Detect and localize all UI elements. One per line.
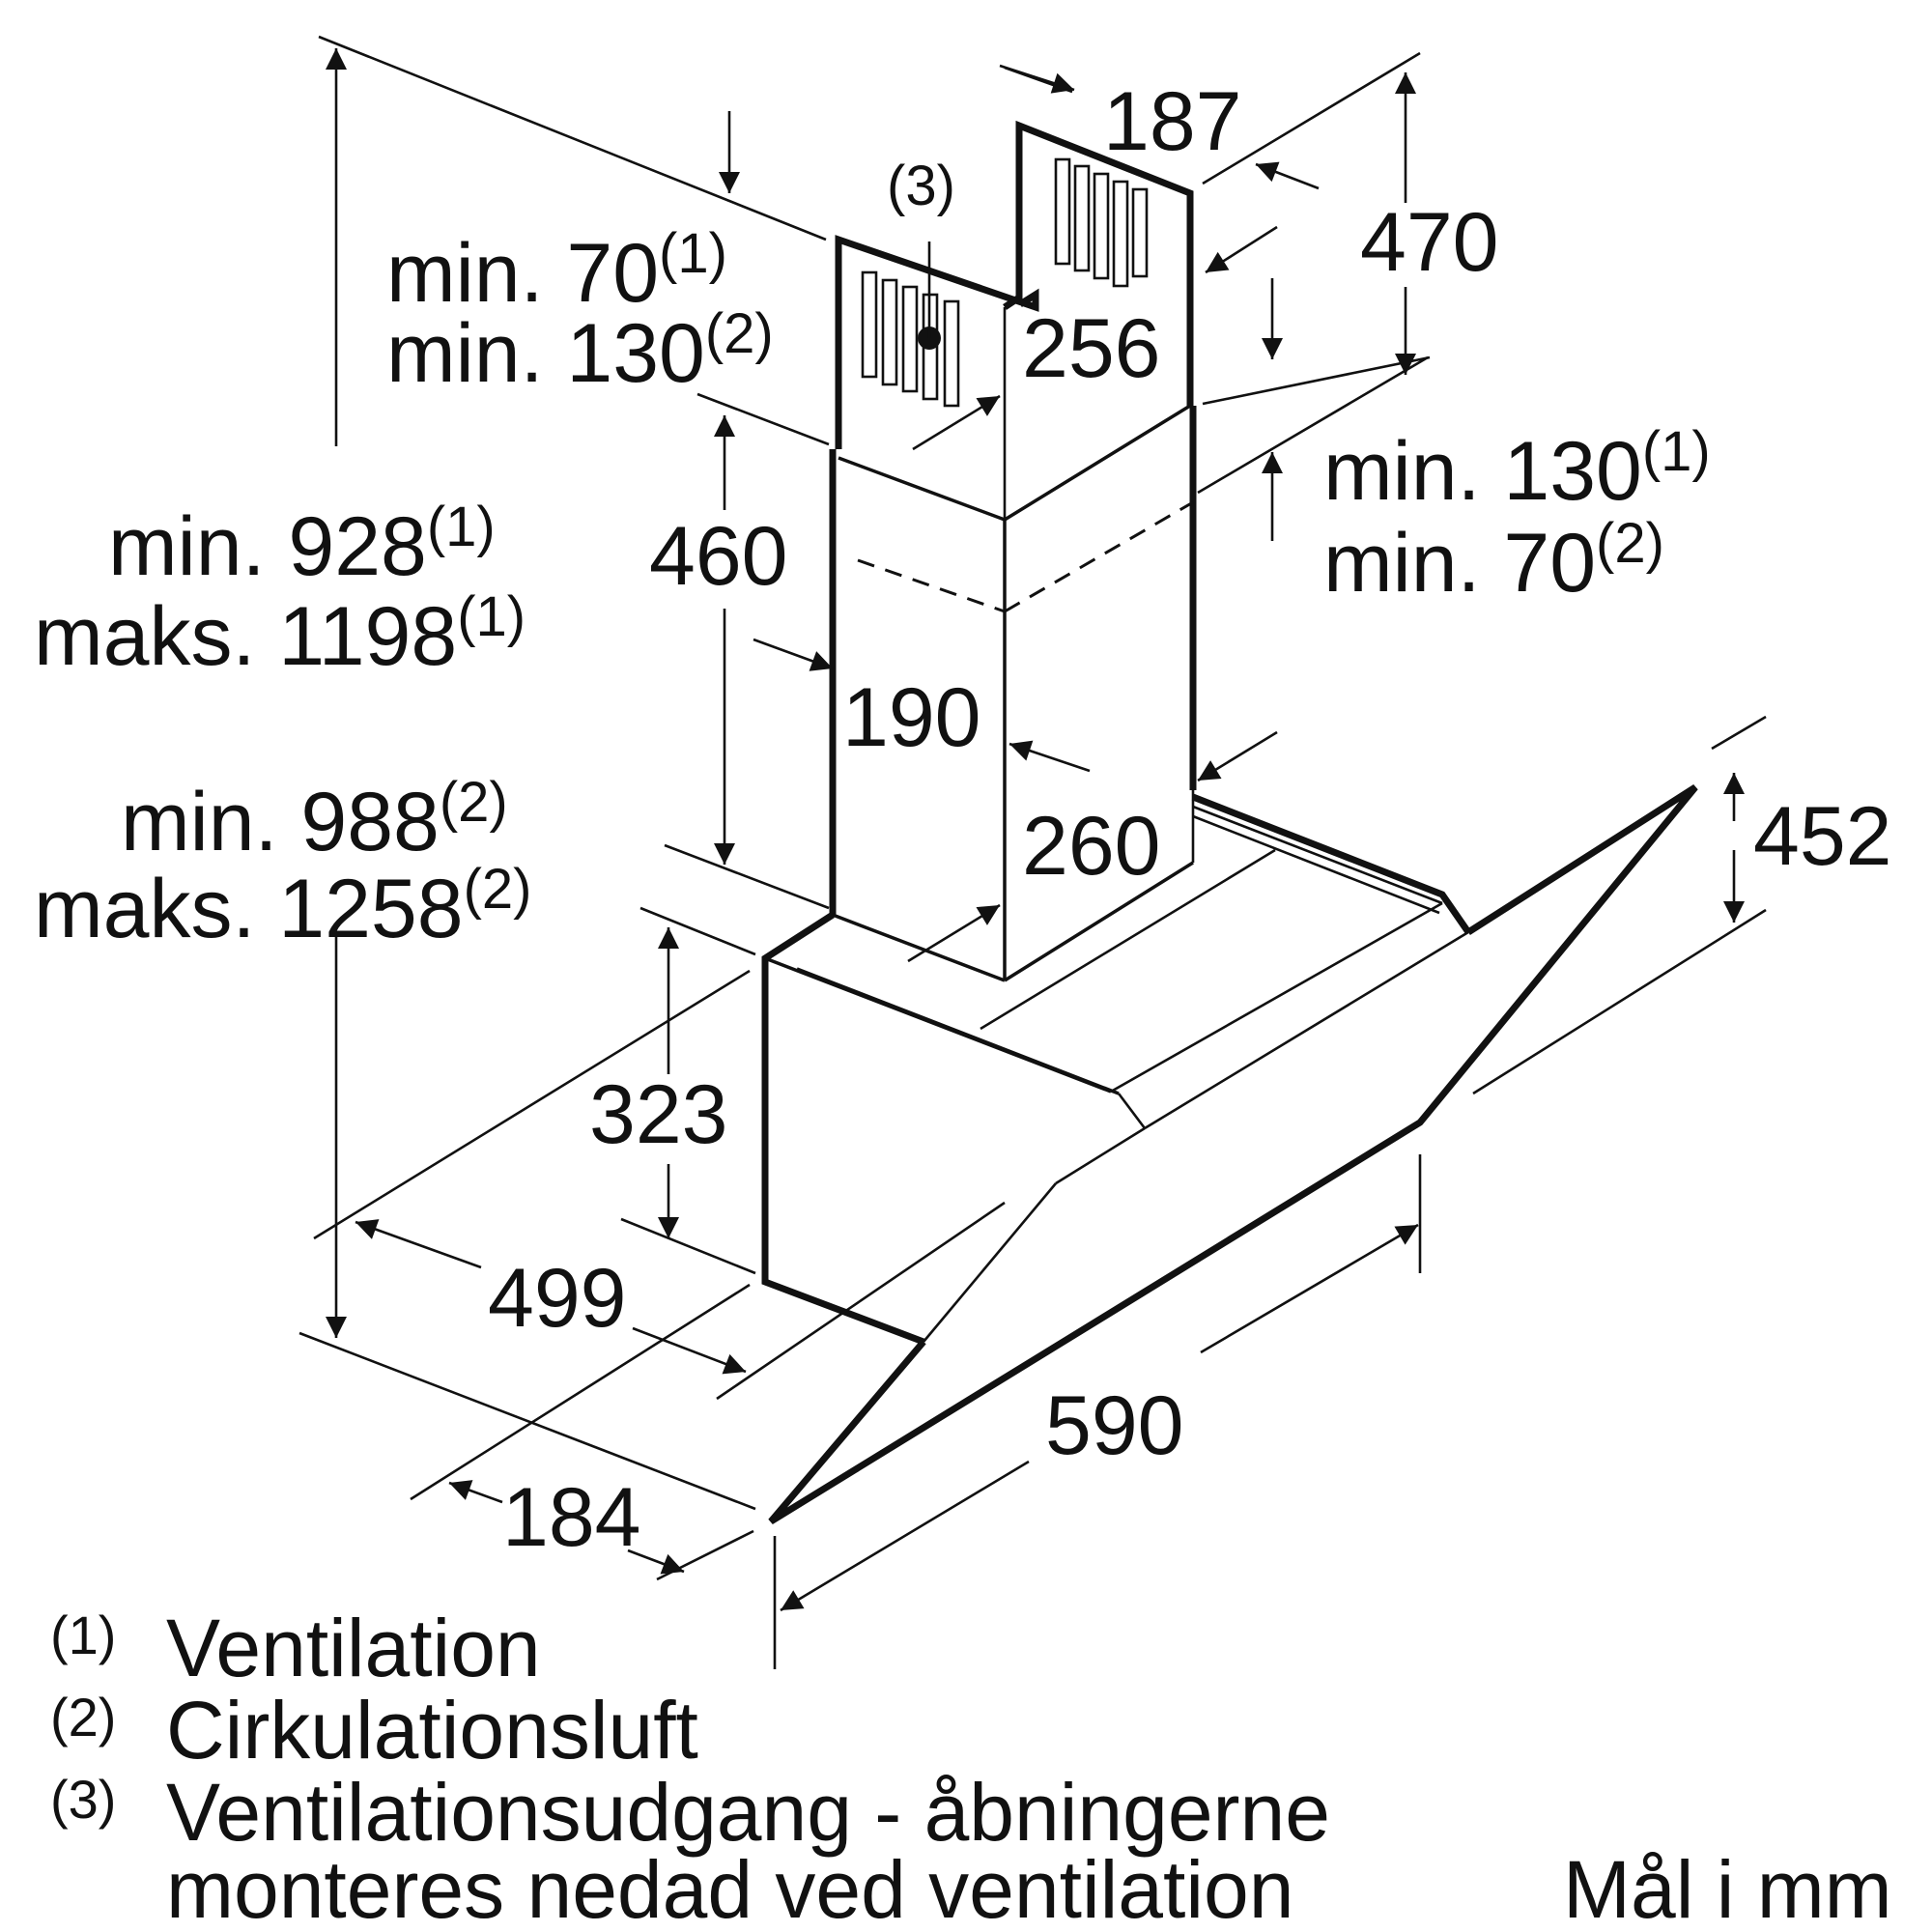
top-right-note-2: min. 70(2) xyxy=(1323,512,1664,610)
hood-outline xyxy=(761,120,1698,1524)
dim-line xyxy=(1255,161,1320,190)
dim-line xyxy=(907,903,1001,963)
upper-chimney-bottom-left xyxy=(838,456,1006,522)
hood-top-rear-rail-2 xyxy=(1192,814,1440,915)
ext-line xyxy=(656,1529,754,1581)
vent-slot xyxy=(1131,187,1149,278)
dim-460-label: 460 xyxy=(649,510,788,603)
hood-top-front-edge xyxy=(1117,1093,1147,1129)
chimney-overlap-dash-left xyxy=(857,558,1006,613)
legend-number: (2) xyxy=(50,1687,116,1747)
dim-323-label: 323 xyxy=(589,1068,728,1161)
vent-slot xyxy=(943,299,960,408)
legend-text: Ventilation xyxy=(166,1603,541,1693)
height-ventilation-max: maks. 1198(1) xyxy=(34,585,526,683)
ext-line xyxy=(1197,355,1429,495)
dim-260-label: 260 xyxy=(1022,800,1161,893)
top-left-note-2: min. 130(2) xyxy=(386,302,774,400)
legend-text-continued: monteres nedad ved ventilation xyxy=(166,1844,1293,1932)
hood-front-slope xyxy=(1055,1126,1146,1185)
upper-chimney-right-face xyxy=(1003,120,1194,406)
dim-line xyxy=(753,638,834,671)
hood-top-front-rail-2 xyxy=(796,967,1120,1095)
dim-line xyxy=(448,1480,503,1504)
dimension-labels: 187 470 256 460 190 260 452 323 499 184 … xyxy=(34,75,1892,1564)
dim-190-label: 190 xyxy=(842,671,981,764)
chimney-overlap-dash-right xyxy=(1004,500,1194,613)
vent-slot xyxy=(1054,157,1071,266)
dim-line xyxy=(999,64,1075,94)
dim-184-label: 184 xyxy=(502,1471,641,1564)
vent-slot xyxy=(901,285,919,393)
dim-line xyxy=(1197,730,1278,782)
ext-line xyxy=(1202,355,1431,406)
dim-line xyxy=(1200,1223,1419,1354)
hood-top-inner-line-2 xyxy=(1110,901,1443,1094)
dim-187-label: 187 xyxy=(1103,75,1242,168)
height-recirculation-max: maks. 1258(2) xyxy=(34,858,531,955)
dim-line xyxy=(627,1548,685,1575)
top-left-note-1: min. 70(1) xyxy=(386,222,727,320)
vent-slot xyxy=(861,270,878,379)
ext-line xyxy=(1202,51,1421,185)
ext-line xyxy=(1472,908,1767,1095)
dim-line xyxy=(912,394,1001,451)
dimension-lines xyxy=(298,35,1767,1669)
ext-line xyxy=(620,1217,756,1275)
ext-line xyxy=(410,1283,751,1501)
ext-line xyxy=(318,35,827,242)
ventilation-slots xyxy=(861,157,1149,408)
hood-front-slope-2 xyxy=(923,1182,1057,1343)
ext-line xyxy=(664,843,830,910)
legend: (1) Ventilation (2) Cirkulationsluft (3)… xyxy=(50,1603,1892,1932)
ext-line xyxy=(313,969,751,1240)
upper-chimney-bottom-right xyxy=(1004,404,1191,522)
upper-chimney-left-face xyxy=(835,235,1039,449)
ext-line xyxy=(716,1201,1006,1401)
dim-499-label: 499 xyxy=(488,1252,627,1345)
ext-line xyxy=(639,906,756,956)
unit-note: Mål i mm xyxy=(1563,1844,1892,1932)
dim-256-label: 256 xyxy=(1022,302,1161,395)
vent-slot xyxy=(1093,172,1110,280)
dim-470-label: 470 xyxy=(1360,196,1499,289)
vent-slot xyxy=(1112,180,1129,288)
top-right-note-1: min. 130(1) xyxy=(1323,420,1711,518)
hood-body-top-back xyxy=(761,912,925,1346)
vent-slot xyxy=(1073,164,1091,272)
lower-chimney-bottom-right xyxy=(1004,861,1194,982)
dim-line xyxy=(1009,740,1091,773)
height-recirculation-min: min. 988(2) xyxy=(121,771,508,868)
glass-panel xyxy=(768,784,1698,1524)
ext-line xyxy=(298,1331,756,1511)
dim-line xyxy=(355,1219,482,1269)
legend-number: (3) xyxy=(50,1769,116,1830)
dim-452-label: 452 xyxy=(1753,790,1892,883)
hood-body-top-right xyxy=(1191,793,1471,934)
dim-line xyxy=(780,1460,1030,1612)
vent-slot xyxy=(881,278,898,386)
dim-line xyxy=(1205,225,1278,274)
height-ventilation-min: min. 928(1) xyxy=(108,496,496,593)
dim-line xyxy=(632,1326,747,1375)
vent-ref-label: (3) xyxy=(887,155,955,217)
dim-590-label: 590 xyxy=(1045,1379,1184,1472)
ext-line xyxy=(1711,715,1767,751)
lower-chimney-bottom-left xyxy=(832,913,1006,982)
legend-text: Cirkulationsluft xyxy=(166,1685,698,1776)
legend-number: (1) xyxy=(50,1605,116,1665)
hood-top-front-edge-2 xyxy=(1144,930,1469,1130)
hood-top-inner-line xyxy=(980,848,1276,1031)
legend-text: Ventilationsudgang - åbningerne xyxy=(166,1767,1330,1858)
ext-line xyxy=(696,392,830,446)
hood-top-rear-rail-1 xyxy=(1192,805,1443,905)
